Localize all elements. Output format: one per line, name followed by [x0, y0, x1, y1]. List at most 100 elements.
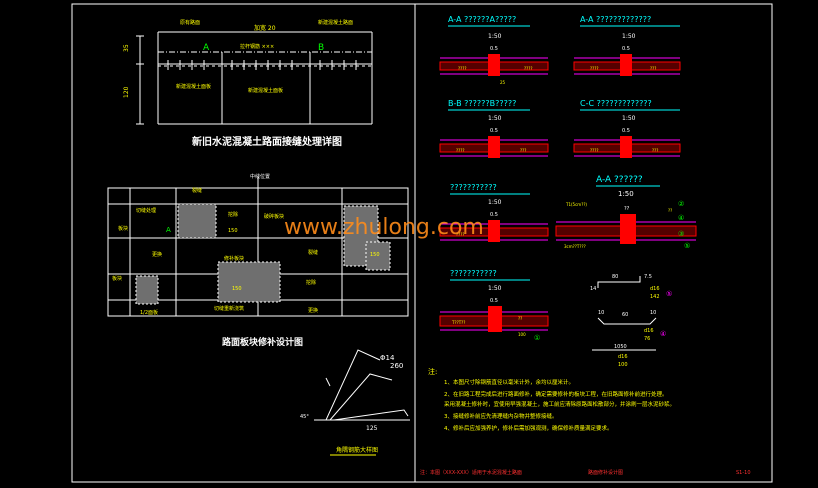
section-heading: B-B ??????B????? [448, 99, 516, 108]
rebar-dim: 10 [598, 310, 604, 316]
rebar-shapes: 80 7.5 14 d16 142 ⑤ 60 10 10 d16 76 ④ 10… [590, 274, 672, 368]
section-value: 3cm??T??? [564, 244, 586, 249]
repair-label: 更换 [308, 307, 318, 314]
repair-label: 切缝处理 [136, 207, 156, 214]
notes-head: 注: [428, 367, 437, 376]
repair-labels: 切缝处理 裂缝 板块 150 破碎板块 挖除 A 更换 150 裂缝 修补板块 … [112, 187, 380, 316]
repair-label: A [166, 226, 171, 234]
rebar-dim: 76 [644, 336, 650, 342]
note-line: 2、在旧路工程完成后进行路面修补，确定需要修补的板块工程，在旧路面修补前进行处理… [444, 390, 668, 398]
section-bb: B-B ??????B????? 1:50 0.5 ???? ??? [439, 99, 549, 158]
section-value: 25 [500, 80, 506, 85]
section-value: ???? [458, 66, 467, 71]
bar-dim-260: 260 [390, 362, 403, 370]
rebar-dim: 80 [612, 274, 618, 280]
bar-dim-angle: 45° [300, 414, 309, 420]
section-value: ??? [650, 66, 656, 71]
section-5: ??????????? 1:50 0.5 ???? [439, 183, 549, 242]
patch-2 [217, 261, 281, 303]
section-value: T??T?? [451, 320, 465, 325]
rebar-dim: 142 [650, 294, 660, 300]
label-slab-2: 新建混凝土面板 [248, 87, 283, 94]
section-scale: 1:50 [618, 190, 634, 198]
section-aa-2: A-A ????????????? 1:50 0.5 ???? ??? [573, 15, 681, 76]
corner-bar-detail: Φ14 260 125 45° 角隅钢筋大样图 [300, 349, 410, 456]
dim-120: 120 [123, 86, 130, 98]
section-heading: C-C ????????????? [580, 99, 652, 108]
section-details: A-A ??????A????? 1:50 0.5 ???? 25 ???? A… [439, 15, 697, 368]
section-value: ① [534, 334, 540, 342]
repair-label: 裂缝 [308, 249, 318, 256]
repair-label: 板块 [112, 275, 122, 282]
section-value: ?? [518, 316, 522, 321]
repair-label: 修补板块 [224, 255, 244, 262]
section-value: T1(5cm??) [565, 202, 587, 207]
section-value: ???? [590, 66, 599, 71]
repair-label: 板块 [118, 225, 128, 232]
section-value: 0.5 [622, 128, 630, 134]
repair-plan-title: 路面板块修补设计图 [222, 336, 303, 348]
note-line: 1、本图尺寸除钢筋直径以毫米计外，余均以厘米计。 [444, 378, 574, 386]
repair-plan: 中线位置 切缝处理 裂缝 板块 150 破碎板块 挖除 A 更换 150 裂缝 … [107, 173, 409, 348]
rebar-dim: 100 [618, 362, 628, 368]
section-heading: A-A ?????? [596, 175, 643, 185]
section-scale: 1:50 [488, 285, 502, 292]
bar-detail-title: 角隅钢筋大样图 [336, 446, 378, 454]
notes-block: 注: 1、本图尺寸除钢筋直径以毫米计外，余均以厘米计。 2、在旧路工程完成后进行… [428, 367, 675, 432]
section-heading: ??????????? [450, 269, 497, 278]
section-value: 100 [518, 332, 526, 337]
joint-plan-title: 新旧水泥混凝土路面接缝处理详图 [192, 135, 342, 148]
section-mark-b: B [318, 43, 324, 53]
section-value: ④ [678, 214, 684, 222]
repair-label: 破碎板块 [264, 213, 284, 220]
patch-4 [135, 275, 159, 305]
section-mark-a: A [203, 43, 210, 53]
rebar-dim: 10 [650, 310, 656, 316]
repair-label: 切缝重新浇筑 [214, 305, 244, 312]
label-slab-1: 新建混凝土面板 [176, 83, 211, 90]
section-value: 0.5 [490, 212, 498, 218]
repair-label: 150 [232, 286, 242, 292]
section-scale: 1:50 [622, 115, 636, 122]
repair-label: 150 [228, 228, 238, 234]
section-heading: ??????????? [450, 183, 497, 192]
bar-dim-dia: Φ14 [380, 354, 395, 362]
patch-5 [365, 241, 391, 271]
repair-label: 挖除 [306, 279, 316, 286]
rebar-dim: 14 [590, 286, 596, 292]
rebar-dim: d16 [618, 354, 628, 360]
section-value: ③ [678, 230, 684, 238]
section-scale: 1:50 [622, 33, 636, 40]
note-line: 采用混凝土修补时，宜使用早强混凝土，施工前应清除原路面松散部分，并涂刷一层水泥砂… [444, 400, 675, 408]
watermark: www.zhulong.com [284, 215, 484, 240]
rebar-dim: d16 [644, 328, 654, 334]
title-bar: 注：本图（XXX-XXX）适用于水泥混凝土路面 路面修补设计图 S1-10 [420, 469, 751, 476]
rebar-dim: 7.5 [644, 274, 652, 280]
repair-label: 挖除 [228, 211, 238, 218]
section-value: 0.5 [490, 298, 498, 304]
joint-plan: 35 120 原有路面 加宽 20 新建混凝土路面 A B 拉杆钢筋 ××× 新… [123, 19, 373, 148]
section-scale: 1:50 [488, 199, 502, 206]
bar-dim-125: 125 [366, 425, 378, 432]
rebar-dim: d16 [650, 286, 660, 292]
section-value: ??? [652, 148, 658, 153]
section-value: ?? [668, 208, 672, 213]
rebar-mark: ④ [660, 330, 666, 338]
repair-label: 1/2面板 [140, 309, 158, 316]
section-scale: 1:50 [488, 33, 502, 40]
section-value: 0.5 [490, 128, 498, 134]
repair-label: 更换 [152, 251, 162, 258]
section-7: ??????????? 1:50 0.5 ?? T??T?? 100 ① [439, 269, 549, 342]
section-aa-1: A-A ??????A????? 1:50 0.5 ???? 25 ???? [439, 15, 549, 85]
label-new-pavement: 新建混凝土路面 [318, 19, 353, 26]
patch-1 [177, 203, 217, 239]
section-aa-large: A-A ?????? 1:50 ?? T1(5cm??) 3cm??T??? ?… [555, 175, 697, 250]
tie-bar-ticks [167, 60, 357, 70]
section-scale: 1:50 [488, 115, 502, 122]
repair-label: 裂缝 [192, 187, 202, 194]
section-cc: C-C ????????????? 1:50 0.5 ???? ??? [573, 99, 681, 158]
note-line: 4、修补后应加强养护，修补后需加强观测，确保修补质量满足要求。 [444, 424, 613, 432]
section-value: ???? [590, 148, 599, 153]
section-value: ???? [456, 232, 465, 237]
